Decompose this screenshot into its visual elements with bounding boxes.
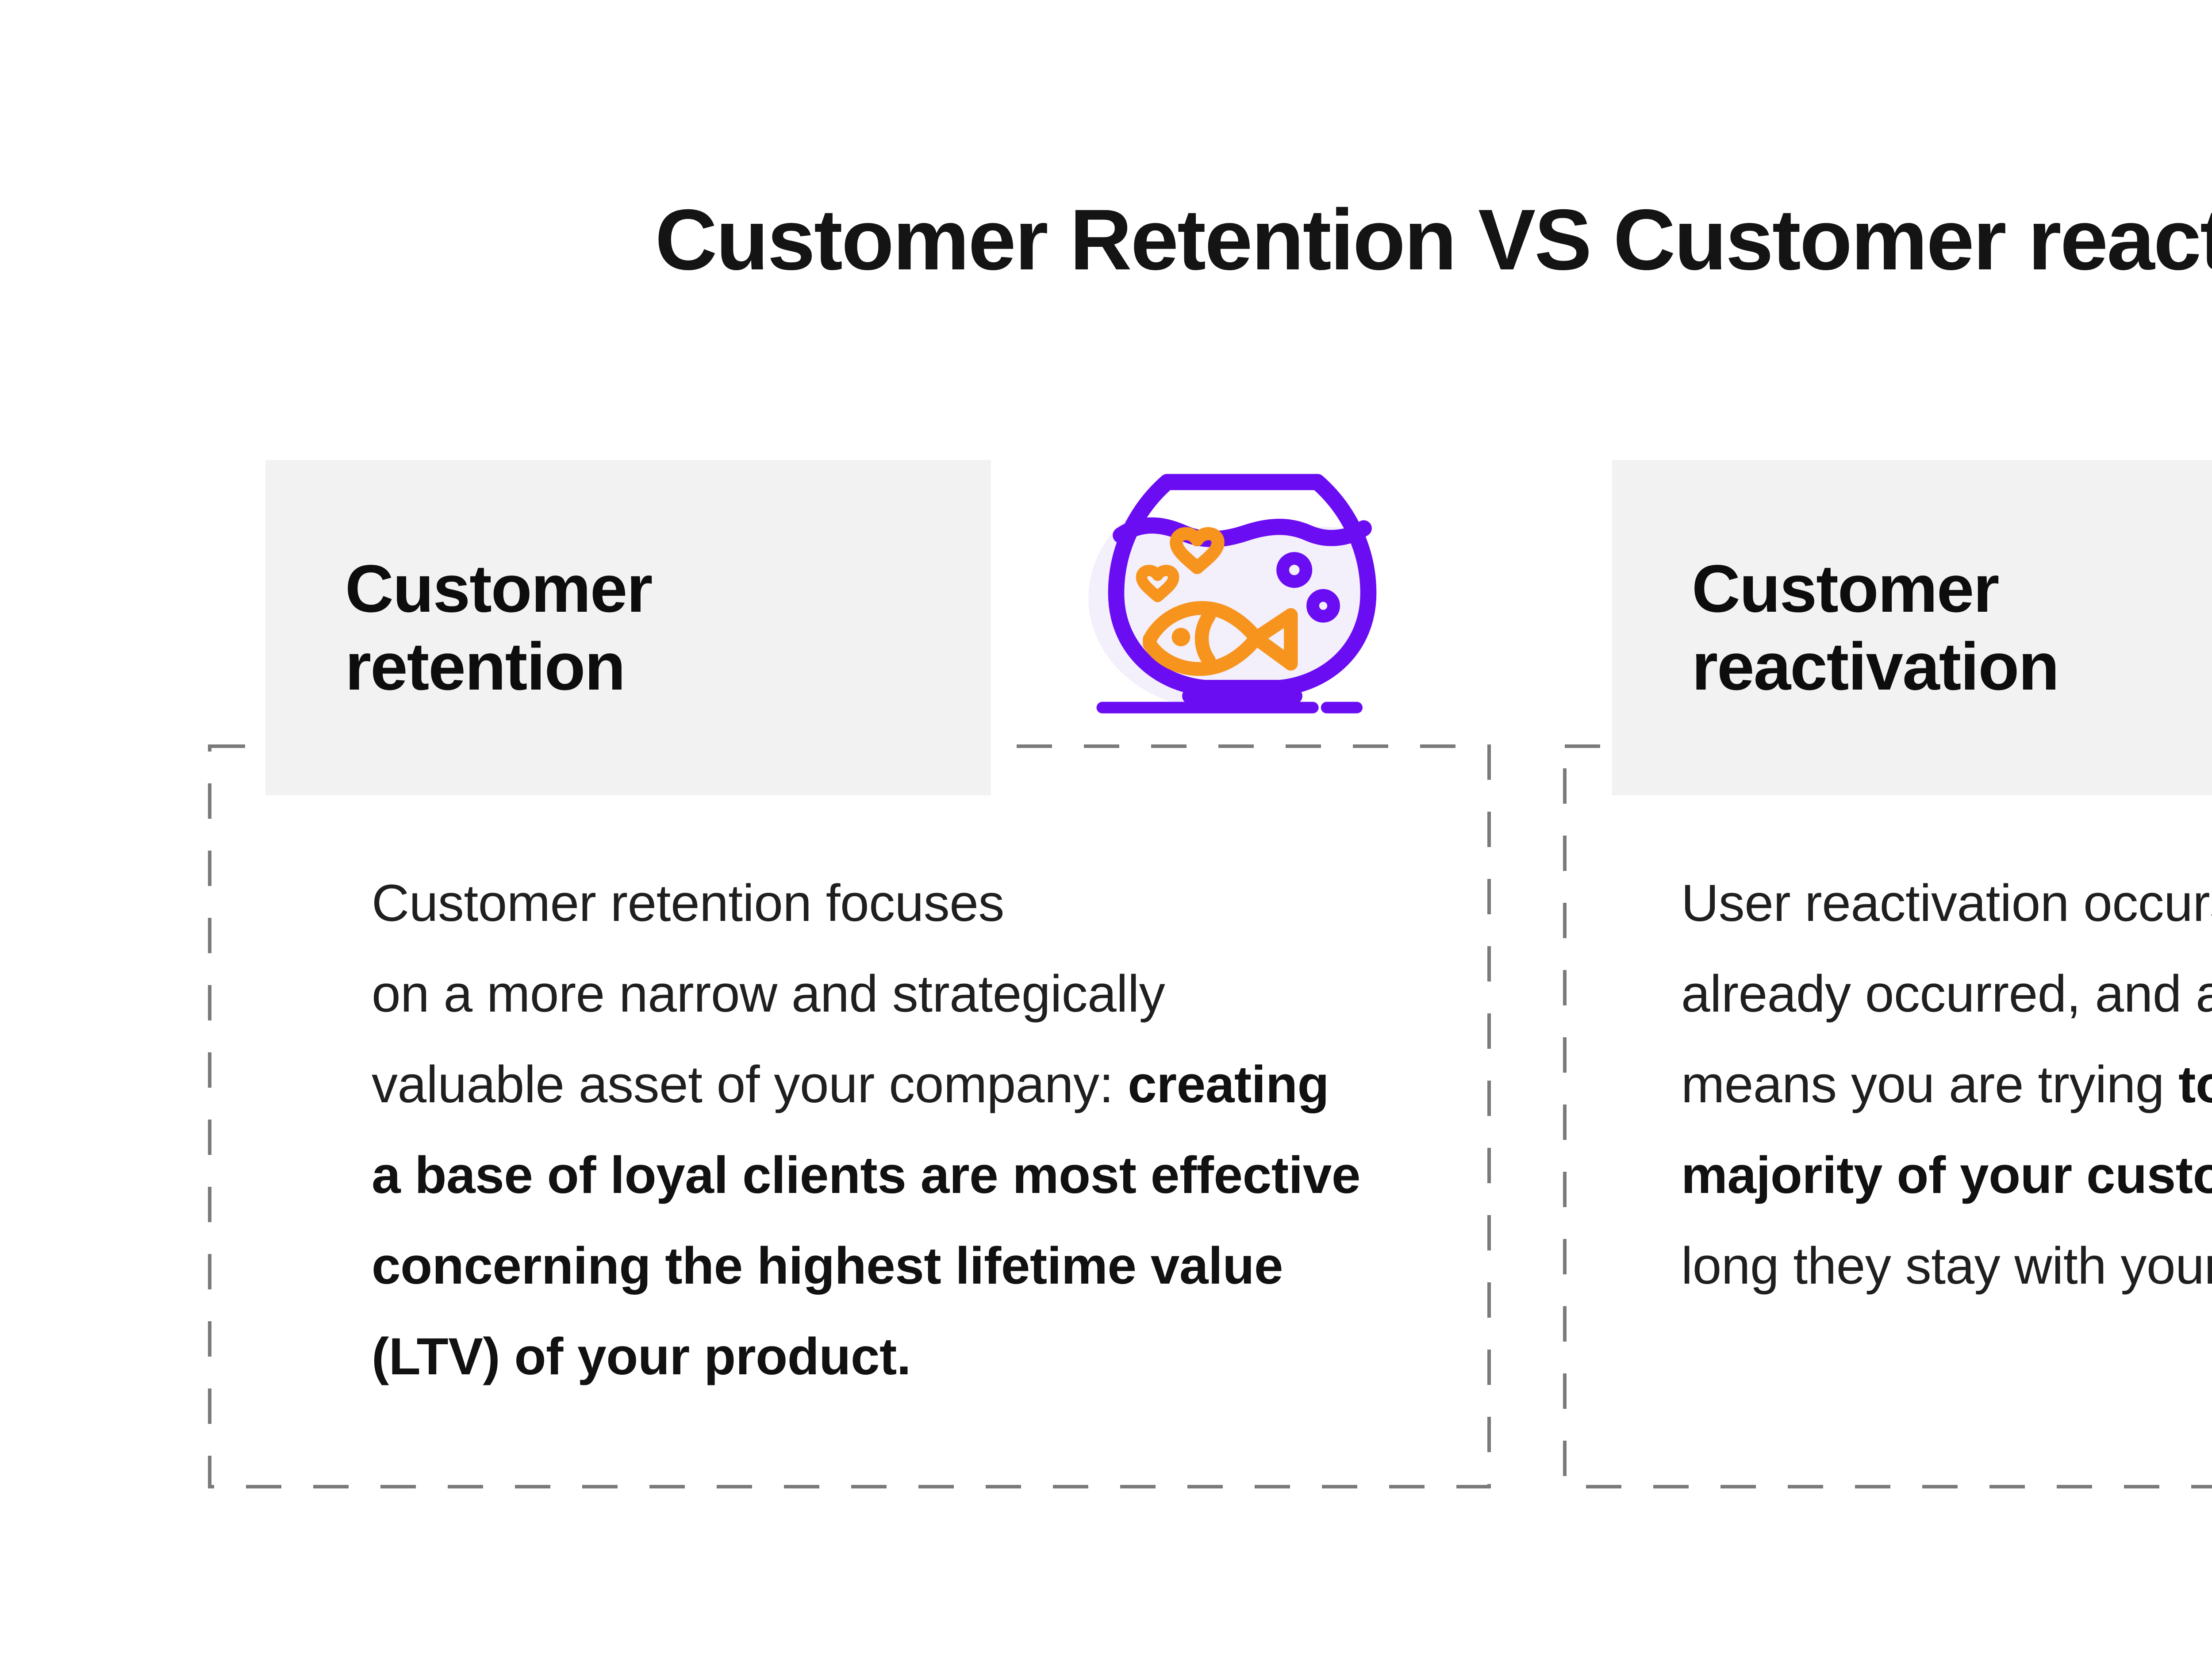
reactivation-heading: Customer reactivation xyxy=(1692,551,2059,704)
fish-gill xyxy=(1194,609,1216,667)
fish-eye xyxy=(1171,628,1190,647)
fishbowl-outline xyxy=(1108,474,1377,696)
fish-tail xyxy=(1249,608,1298,671)
retention-heading: Customer retention xyxy=(345,551,653,704)
reactivation-description: User reactivation occurs when churn hasa… xyxy=(1681,874,2212,1295)
fishbowl-waterline xyxy=(1113,517,1372,547)
heart-icon xyxy=(1170,527,1225,575)
fishbowl-icon xyxy=(1088,474,1377,713)
page-title: Customer Retention VS Customer reactivat… xyxy=(655,192,2212,288)
bubble xyxy=(1306,589,1340,623)
bubble xyxy=(1276,552,1313,588)
retention-heading-box: Customer retention xyxy=(265,460,991,795)
reactivation-heading-box: Customer reactivation xyxy=(1612,460,2212,795)
heart-icon xyxy=(1136,565,1179,602)
